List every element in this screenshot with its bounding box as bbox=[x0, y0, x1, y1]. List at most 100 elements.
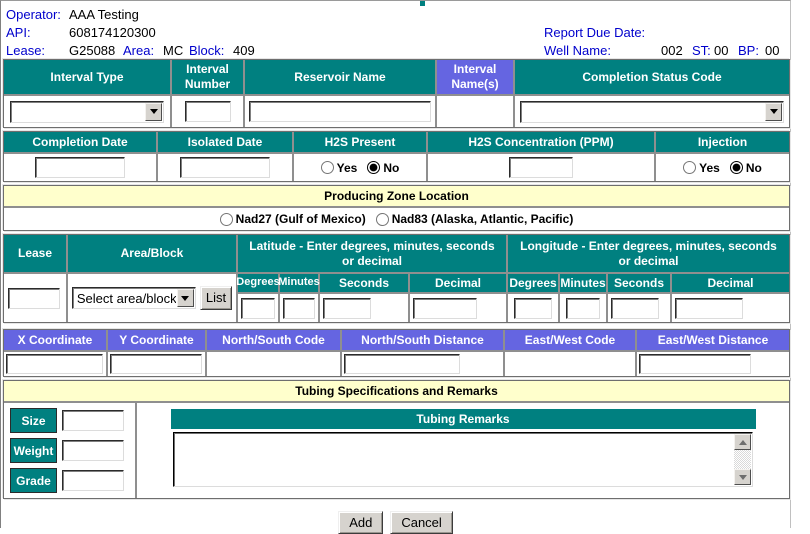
block-value: 409 bbox=[233, 43, 255, 58]
chevron-down-icon[interactable] bbox=[765, 102, 782, 121]
h2s-no-radio[interactable] bbox=[367, 161, 381, 174]
interval-type-select[interactable] bbox=[10, 100, 164, 123]
injection-no-label: No bbox=[745, 160, 762, 175]
reservoir-name-input[interactable] bbox=[249, 101, 431, 122]
area-value: MC bbox=[163, 43, 184, 58]
producing-zone-header: Producing Zone Location bbox=[4, 186, 789, 206]
completion-table: Completion Date Isolated Date H2S Presen… bbox=[3, 131, 790, 182]
h2s-concentration-header: H2S Concentration (PPM) bbox=[428, 132, 654, 152]
nad83-radio[interactable] bbox=[375, 212, 389, 226]
ew-distance-header: East/West Distance bbox=[637, 330, 789, 350]
tubing-section-header: Tubing Specifications and Remarks bbox=[4, 381, 789, 401]
well-info-header: Operator: AAA Testing API: 608174120300 … bbox=[1, 1, 790, 59]
completion-status-code-select[interactable] bbox=[520, 100, 784, 123]
lat-seconds-input[interactable] bbox=[323, 297, 371, 319]
chevron-down-icon[interactable] bbox=[176, 289, 194, 307]
ew-distance-input[interactable] bbox=[639, 354, 751, 374]
h2s-present-cell: Yes No bbox=[294, 154, 426, 181]
api-label: API: bbox=[6, 25, 31, 40]
tubing-table: Tubing Specifications and Remarks Size W… bbox=[3, 380, 790, 499]
long-minutes-input[interactable] bbox=[566, 297, 600, 319]
ns-distance-header: North/South Distance bbox=[342, 330, 503, 350]
h2s-present-header: H2S Present bbox=[294, 132, 426, 152]
lat-decimal-input[interactable] bbox=[413, 297, 477, 319]
latitude-group: Degrees Minutes Seconds Decimal bbox=[236, 274, 506, 322]
area-block-select[interactable]: Select area/block bbox=[71, 287, 196, 309]
x-coordinate-header: X Coordinate bbox=[4, 330, 106, 350]
lat-seconds-header: Seconds bbox=[320, 274, 408, 292]
long-seconds-header: Seconds bbox=[608, 274, 670, 292]
injection-no-radio[interactable] bbox=[729, 161, 743, 174]
x-coordinate-input[interactable] bbox=[6, 354, 103, 374]
ns-code-cell bbox=[207, 352, 340, 376]
add-button[interactable]: Add bbox=[338, 511, 384, 534]
well-name-label: Well Name: bbox=[544, 43, 611, 58]
interval-names-cell bbox=[437, 96, 513, 127]
injection-header: Injection bbox=[656, 132, 789, 152]
lat-decimal-header: Decimal bbox=[410, 274, 506, 292]
api-value: 608174120300 bbox=[69, 25, 156, 40]
operator-value: AAA Testing bbox=[69, 7, 139, 22]
completion-date-input[interactable] bbox=[35, 157, 125, 178]
tubing-remarks-textarea[interactable] bbox=[173, 432, 753, 487]
long-seconds-input[interactable] bbox=[611, 297, 659, 319]
interval-type-header: Interval Type bbox=[4, 60, 170, 94]
datum-radio-row: Nad27 (Gulf of Mexico) Nad83 (Alaska, At… bbox=[4, 208, 789, 230]
grade-label: Grade bbox=[10, 468, 57, 493]
long-degrees-header: Degrees bbox=[508, 274, 558, 292]
completion-status-code-header: Completion Status Code bbox=[515, 60, 789, 94]
isolated-date-input[interactable] bbox=[180, 157, 270, 178]
area-label: Area: bbox=[123, 43, 155, 58]
cancel-button[interactable]: Cancel bbox=[390, 511, 453, 534]
area-block-col-header: Area/Block bbox=[68, 235, 236, 272]
nad27-radio[interactable] bbox=[219, 212, 233, 226]
ew-code-header: East/West Code bbox=[505, 330, 635, 350]
tubing-remarks-panel: Tubing Remarks bbox=[137, 403, 789, 498]
ew-code-cell bbox=[505, 352, 635, 376]
completion-date-header: Completion Date bbox=[4, 132, 156, 152]
long-degrees-input[interactable] bbox=[514, 297, 552, 319]
long-decimal-input[interactable] bbox=[675, 297, 743, 319]
y-coordinate-input[interactable] bbox=[110, 354, 202, 374]
interval-names-header: Interval Name(s) bbox=[437, 60, 513, 94]
nad83-label: Nad83 (Alaska, Atlantic, Pacific) bbox=[391, 212, 574, 226]
injection-yes-radio[interactable] bbox=[683, 161, 697, 174]
latitude-group-header: Latitude - Enter degrees, minutes, secon… bbox=[238, 235, 506, 272]
lease-col-header: Lease bbox=[4, 235, 66, 272]
size-input[interactable] bbox=[62, 410, 124, 431]
lease-input[interactable] bbox=[8, 288, 60, 309]
y-coordinate-header: Y Coordinate bbox=[108, 330, 205, 350]
lease-value: G25088 bbox=[69, 43, 116, 58]
scroll-down-icon[interactable] bbox=[734, 469, 751, 485]
h2s-yes-radio[interactable] bbox=[320, 161, 334, 174]
ns-code-header: North/South Code bbox=[207, 330, 340, 350]
isolated-date-header: Isolated Date bbox=[158, 132, 292, 152]
nad27-label: Nad27 (Gulf of Mexico) bbox=[235, 212, 366, 226]
page-title-fragment bbox=[420, 1, 425, 6]
h2s-concentration-input[interactable] bbox=[509, 157, 573, 178]
coordinate-table: X Coordinate Y Coordinate North/South Co… bbox=[3, 329, 790, 377]
interval-number-input[interactable] bbox=[184, 101, 231, 122]
grade-input[interactable] bbox=[62, 470, 124, 491]
reservoir-name-header: Reservoir Name bbox=[245, 60, 435, 94]
interval-number-header: Interval Number bbox=[172, 60, 243, 94]
st-value: 00 bbox=[714, 43, 729, 58]
h2s-yes-label: Yes bbox=[336, 160, 358, 175]
ns-distance-input[interactable] bbox=[344, 354, 460, 374]
lat-minutes-header: Minutes bbox=[278, 274, 320, 292]
lat-degrees-input[interactable] bbox=[241, 297, 275, 319]
tubing-specs-panel: Size Weight Grade bbox=[4, 403, 135, 498]
scrollbar[interactable] bbox=[734, 434, 751, 485]
producing-zone-table: Producing Zone Location Nad27 (Gulf of M… bbox=[3, 185, 790, 231]
lease-label: Lease: bbox=[6, 43, 46, 58]
scroll-up-icon[interactable] bbox=[734, 434, 751, 450]
lat-minutes-input[interactable] bbox=[283, 297, 315, 319]
longitude-group: Degrees Minutes Seconds Decimal bbox=[508, 274, 789, 322]
operator-label: Operator: bbox=[6, 7, 61, 22]
chevron-down-icon[interactable] bbox=[145, 102, 162, 121]
bp-label: BP: bbox=[738, 43, 759, 58]
lease-input-cell bbox=[4, 274, 66, 322]
list-button[interactable]: List bbox=[199, 286, 233, 310]
h2s-no-label: No bbox=[383, 160, 400, 175]
weight-input[interactable] bbox=[62, 440, 124, 461]
